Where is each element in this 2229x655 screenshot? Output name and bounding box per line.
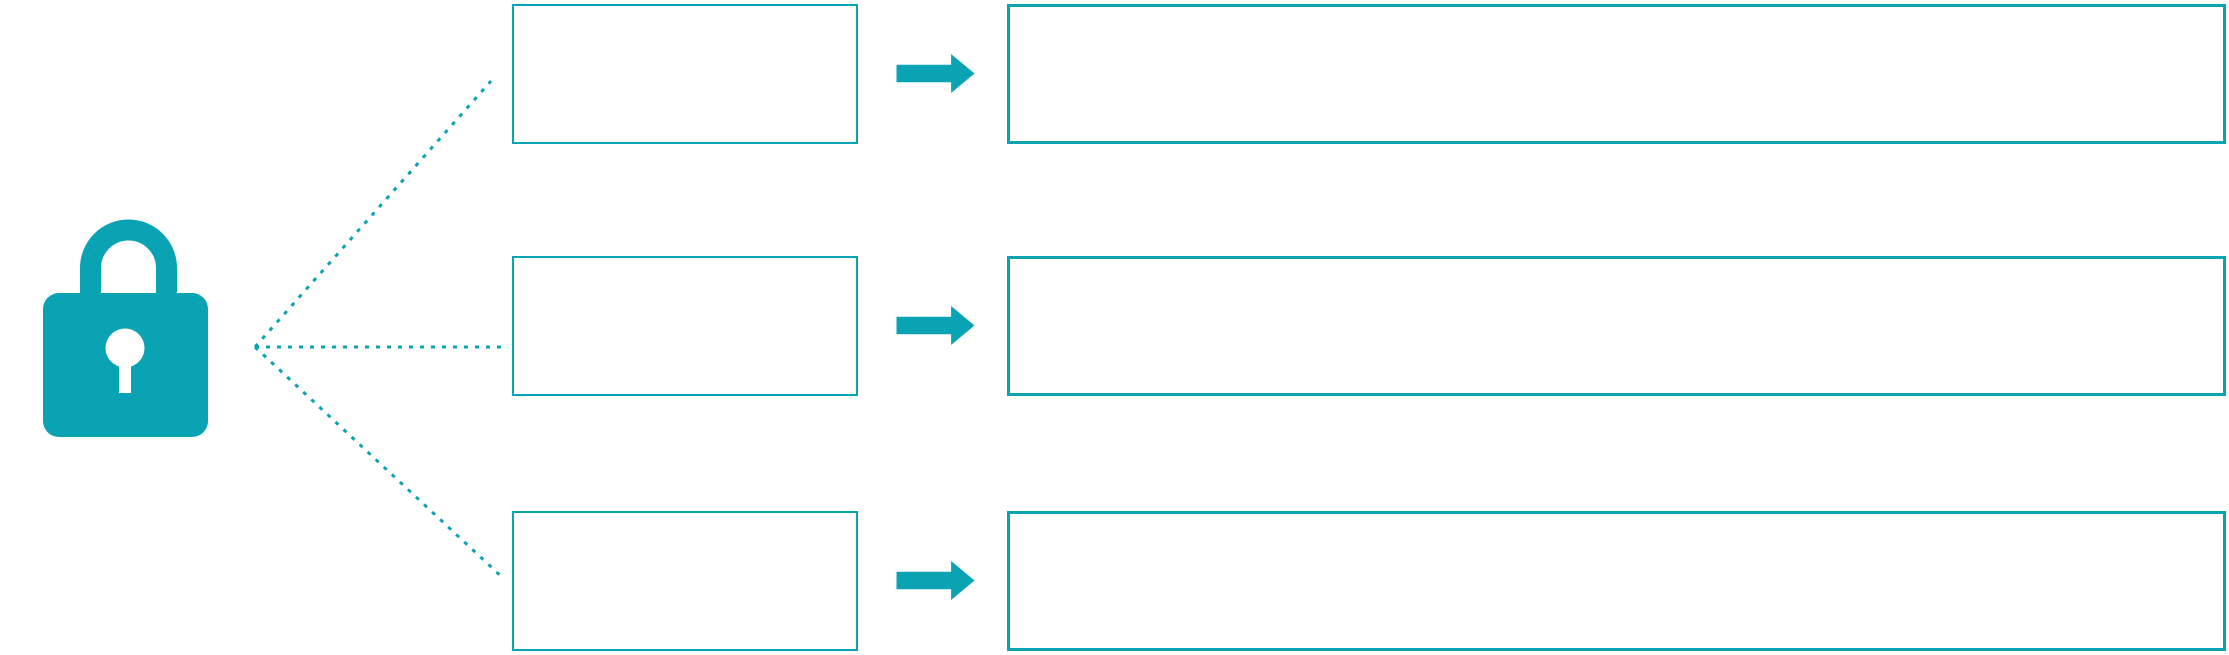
target-box-1	[1007, 4, 2226, 144]
diagram-row-2	[0, 256, 2229, 396]
source-box-1	[512, 4, 858, 144]
arrow-right-icon	[896, 561, 975, 600]
target-box-3	[1007, 511, 2226, 651]
arrow-right-icon	[896, 54, 975, 93]
lock-keyhole	[105, 328, 145, 368]
arrow-right-icon	[896, 306, 975, 345]
diagram-row-3	[0, 511, 2229, 651]
diagram-row-1	[0, 4, 2229, 144]
source-box-3	[512, 511, 858, 651]
lock-keyhole-stem	[119, 356, 131, 393]
source-box-2	[512, 256, 858, 396]
lock-shackle	[80, 219, 177, 303]
lock-icon	[40, 218, 210, 440]
target-box-2	[1007, 256, 2226, 396]
